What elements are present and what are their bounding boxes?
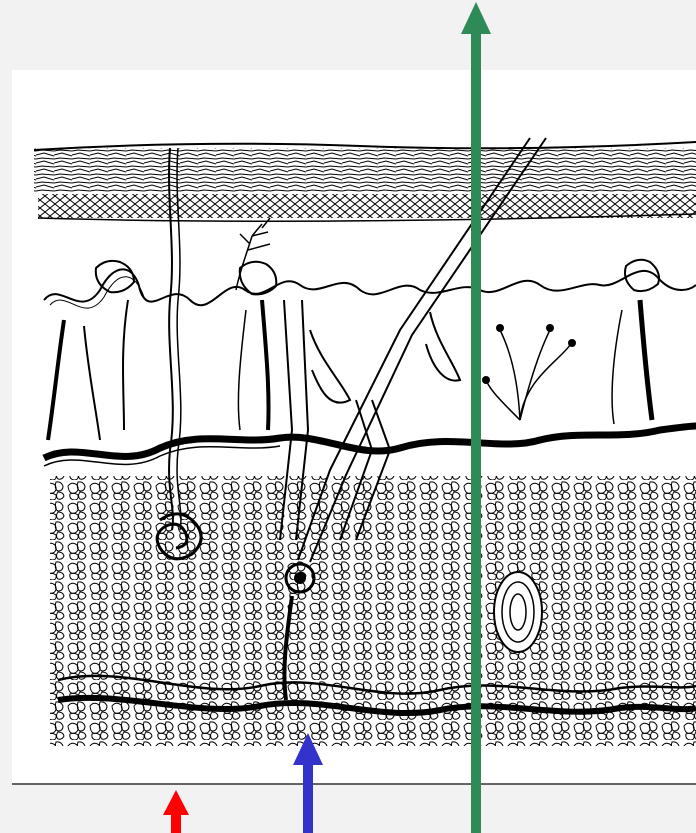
dermal-epidermal-junction <box>44 260 696 308</box>
epidermis-surface-layers <box>34 142 696 221</box>
nerve-endings <box>236 218 576 420</box>
capillary-loops <box>48 300 652 440</box>
subcutaneous-fat-layer <box>50 476 696 746</box>
